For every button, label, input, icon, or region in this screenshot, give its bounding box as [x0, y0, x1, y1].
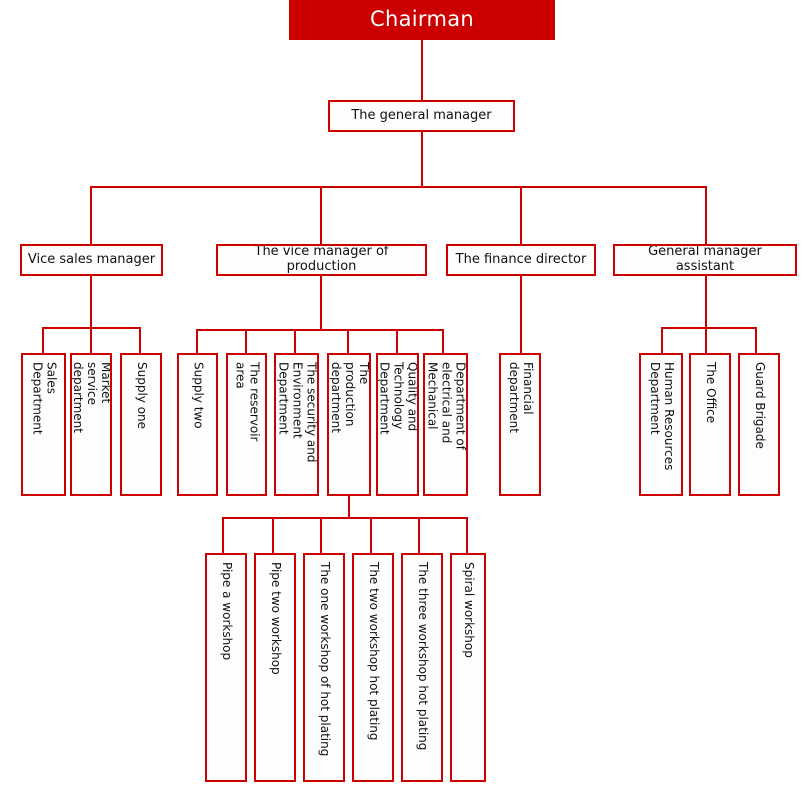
- connector-drop-general-manager-assistant: [705, 186, 707, 244]
- connector-chairman-to-general-manager: [421, 40, 423, 100]
- node-supply-one-label: Supply one: [134, 362, 149, 430]
- connector-drop-spiral-workshop: [466, 517, 468, 553]
- connector-drop-supply-one: [139, 327, 141, 353]
- node-production-department-label: The production department: [329, 362, 371, 433]
- connector-level3-bus: [90, 186, 707, 188]
- node-finance-director-label: The finance director: [455, 251, 587, 267]
- connector-drop-market-service-department: [90, 327, 92, 353]
- connector-production-bus: [196, 329, 444, 331]
- node-reservoir-area[interactable]: The reservoir area: [226, 353, 267, 496]
- node-pipe-two-workshop[interactable]: Pipe two workshop: [254, 553, 296, 782]
- node-security-environment-department[interactable]: The security and Environment Department: [274, 353, 319, 496]
- connector-drop-security-environment-department: [294, 329, 296, 353]
- node-sales-department-label: Sales Department: [30, 362, 59, 435]
- node-electrical-mechanical-department-label: Department of electrical and Mechanical: [425, 362, 468, 450]
- node-spiral-workshop[interactable]: Spiral workshop: [450, 553, 486, 782]
- connector-drop-human-resources-department: [661, 327, 663, 353]
- connector-drop-two-workshop-hot-plating: [370, 517, 372, 553]
- connector-drop-pipe-two-workshop: [272, 517, 274, 553]
- connector-workshop-bus: [222, 517, 468, 519]
- connector-drop-the-office: [705, 327, 707, 353]
- node-security-environment-department-label: The security and Environment Department: [276, 362, 319, 463]
- node-general-manager-assistant-label: General manager assistant: [648, 244, 762, 274]
- node-quality-technology-department-label: Quality and Technology Department: [377, 362, 419, 435]
- node-the-office-label: The Office: [703, 362, 718, 424]
- connector-drop-sales-department: [42, 327, 44, 353]
- node-vice-sales-manager[interactable]: Vice sales manager: [20, 244, 163, 276]
- connector-assistant-drop: [705, 276, 707, 327]
- node-the-office[interactable]: The Office: [689, 353, 731, 496]
- node-pipe-two-workshop-label: Pipe two workshop: [268, 562, 283, 675]
- node-one-workshop-hot-plating-label: The one workshop of hot plating: [317, 562, 332, 757]
- node-vice-manager-production[interactable]: The vice manager of production: [216, 244, 427, 276]
- node-chairman-label: Chairman: [370, 7, 474, 32]
- node-two-workshop-hot-plating-label: The two workshop hot plating: [366, 562, 381, 741]
- connector-drop-vice-manager-production: [320, 186, 322, 244]
- node-three-workshop-hot-plating[interactable]: The three workshop hot plating: [401, 553, 443, 782]
- connector-finance-drop: [520, 276, 522, 353]
- node-guard-brigade-label: Guard Brigade: [752, 362, 767, 449]
- node-financial-department-label: Financial department: [507, 362, 535, 433]
- node-vice-manager-production-label: The vice manager of production: [254, 244, 389, 274]
- connector-general-manager-drop: [421, 132, 423, 186]
- node-human-resources-department[interactable]: Human Resources Department: [639, 353, 683, 496]
- node-human-resources-department-label: Human Resources Department: [648, 362, 676, 471]
- node-chairman[interactable]: Chairman: [289, 0, 555, 40]
- connector-drop-one-workshop-hot-plating: [320, 517, 322, 553]
- node-pipe-a-workshop-label: Pipe a workshop: [219, 562, 234, 661]
- node-finance-director[interactable]: The finance director: [446, 244, 596, 276]
- connector-drop-guard-brigade: [755, 327, 757, 353]
- connector-drop-three-workshop-hot-plating: [418, 517, 420, 553]
- connector-drop-finance-director: [520, 186, 522, 244]
- connector-assistant-bus: [661, 327, 757, 329]
- node-general-manager[interactable]: The general manager: [328, 100, 515, 132]
- node-electrical-mechanical-department[interactable]: Department of electrical and Mechanical: [423, 353, 468, 496]
- node-general-manager-label: The general manager: [351, 107, 492, 123]
- connector-drop-supply-two: [196, 329, 198, 353]
- node-guard-brigade[interactable]: Guard Brigade: [738, 353, 780, 496]
- connector-drop-pipe-a-workshop: [222, 517, 224, 553]
- node-three-workshop-hot-plating-label: The three workshop hot plating: [415, 562, 430, 751]
- connector-drop-reservoir-area: [245, 329, 247, 353]
- connector-vice-production-drop: [320, 276, 322, 329]
- connector-drop-quality-technology-department: [396, 329, 398, 353]
- node-reservoir-area-label: The reservoir area: [233, 362, 262, 442]
- connector-production-department-drop: [348, 496, 350, 517]
- node-supply-one[interactable]: Supply one: [120, 353, 162, 496]
- connector-vice-sales-drop: [90, 276, 92, 327]
- node-market-service-department-label: Market service department: [71, 362, 112, 433]
- node-vice-sales-manager-label: Vice sales manager: [27, 251, 156, 267]
- node-market-service-department[interactable]: Market service department: [70, 353, 112, 496]
- node-production-department[interactable]: The production department: [327, 353, 371, 496]
- node-sales-department[interactable]: Sales Department: [21, 353, 66, 496]
- connector-drop-electrical-mechanical-department: [442, 329, 444, 353]
- node-supply-two[interactable]: Supply two: [177, 353, 218, 496]
- node-general-manager-assistant[interactable]: General manager assistant: [613, 244, 797, 276]
- node-supply-two-label: Supply two: [191, 362, 206, 429]
- node-pipe-a-workshop[interactable]: Pipe a workshop: [205, 553, 247, 782]
- node-two-workshop-hot-plating[interactable]: The two workshop hot plating: [352, 553, 394, 782]
- node-financial-department[interactable]: Financial department: [499, 353, 541, 496]
- connector-drop-production-department: [347, 329, 349, 353]
- node-quality-technology-department[interactable]: Quality and Technology Department: [376, 353, 419, 496]
- node-spiral-workshop-label: Spiral workshop: [461, 562, 476, 658]
- node-one-workshop-hot-plating[interactable]: The one workshop of hot plating: [303, 553, 345, 782]
- connector-drop-vice-sales-manager: [90, 186, 92, 244]
